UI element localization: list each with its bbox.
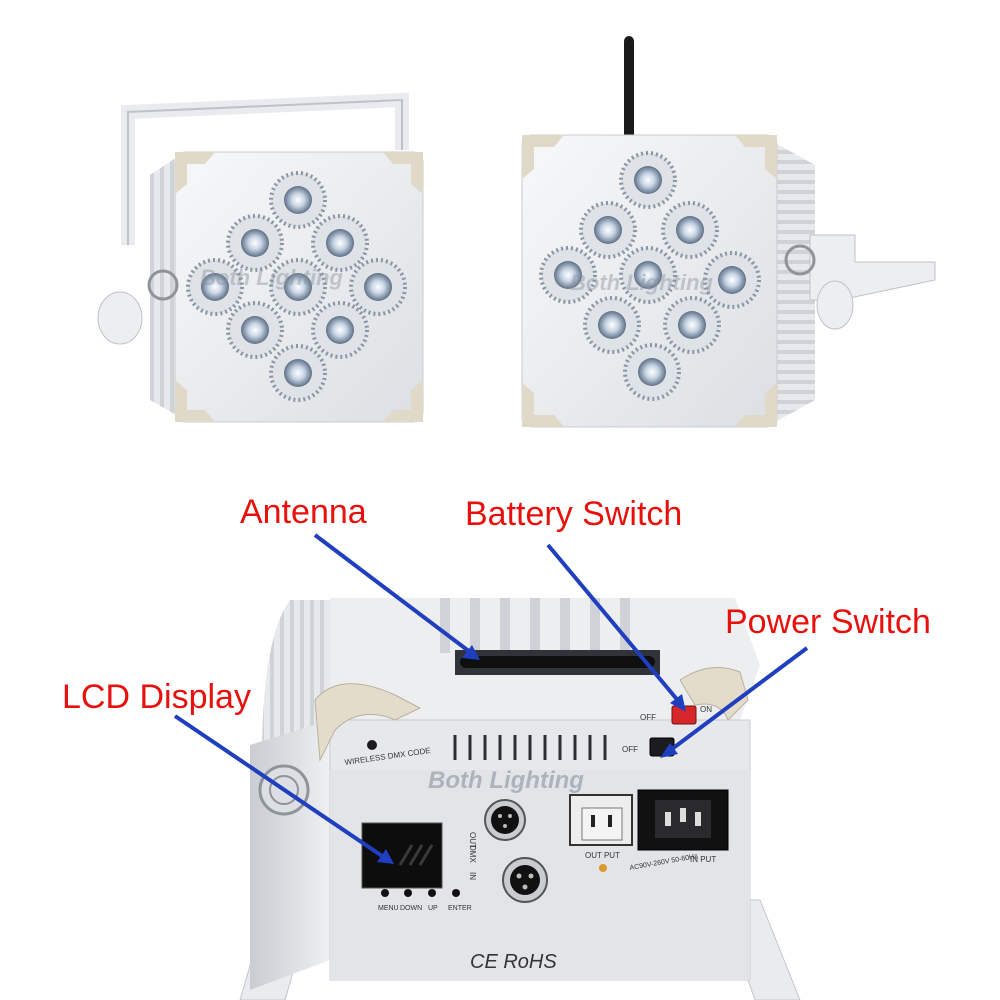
led-r1	[619, 151, 677, 209]
power-input-socket: IN PUT	[637, 789, 729, 864]
dmx-in-connector	[502, 857, 548, 903]
led-1	[269, 171, 327, 229]
arrow-lcd-display	[173, 714, 394, 864]
led-array-left	[186, 171, 407, 402]
led-r4	[539, 246, 597, 304]
callout-lcd-display: LCD Display	[62, 678, 251, 716]
led-5	[269, 258, 327, 316]
led-r7	[583, 296, 641, 354]
mount-knob-right	[816, 280, 854, 330]
led-r9	[623, 343, 681, 401]
led-r6	[703, 251, 761, 309]
watermark-bottom: Both Lighting	[428, 767, 584, 794]
led-r8	[663, 296, 721, 354]
fixture-left: Both Lighting	[97, 92, 424, 423]
dmx-out-connector	[484, 799, 526, 841]
led-9	[269, 344, 327, 402]
callout-battery-switch: Battery Switch	[465, 495, 683, 533]
svg-text:IN PUT: IN PUT	[690, 855, 716, 864]
callout-power-switch: Power Switch	[725, 603, 931, 641]
certification-marks: CE RoHS	[470, 951, 557, 973]
led-7	[226, 301, 284, 359]
arrow-battery-switch	[546, 543, 686, 712]
led-array-right	[539, 151, 761, 401]
callout-arrows	[173, 533, 809, 864]
callout-antenna: Antenna	[240, 493, 367, 531]
rear-panel-fixture: OFF ON OFF WIRELESS DMX CODE Both Lighti…	[239, 598, 801, 1000]
mount-knob	[97, 291, 143, 345]
power-output-socket: OUT PUT	[569, 794, 633, 860]
led-4	[186, 258, 244, 316]
led-r2	[579, 201, 637, 259]
svg-text:DOWN: DOWN	[400, 905, 422, 912]
antenna-slot	[455, 650, 660, 675]
arrow-antenna	[313, 533, 480, 660]
led-2	[226, 214, 284, 272]
led-6	[349, 258, 407, 316]
svg-text:OFF: OFF	[640, 713, 656, 722]
svg-text:ON: ON	[700, 705, 712, 714]
svg-text:UP: UP	[428, 905, 438, 912]
led-8	[311, 301, 369, 359]
led-3	[311, 214, 369, 272]
fixture-right: Both Lighting	[521, 36, 936, 428]
control-buttons: MENU DOWN UP ENTER	[378, 889, 472, 912]
watermark-left: Both Lighting	[200, 265, 344, 290]
led-r5	[619, 246, 677, 304]
arrow-power-switch	[660, 646, 809, 758]
led-r3	[661, 201, 719, 259]
svg-text:MENU: MENU	[378, 905, 399, 912]
svg-text:DMX: DMX	[468, 845, 477, 863]
svg-text:IN: IN	[468, 872, 477, 880]
svg-text:OUT PUT: OUT PUT	[585, 851, 620, 860]
svg-text:ENTER: ENTER	[448, 905, 472, 912]
svg-text:OUT: OUT	[468, 832, 477, 849]
lcd-display	[361, 822, 443, 889]
antenna-top	[624, 36, 634, 144]
watermark-right: Both Lighting	[570, 270, 714, 295]
svg-text:OFF: OFF	[622, 745, 638, 754]
